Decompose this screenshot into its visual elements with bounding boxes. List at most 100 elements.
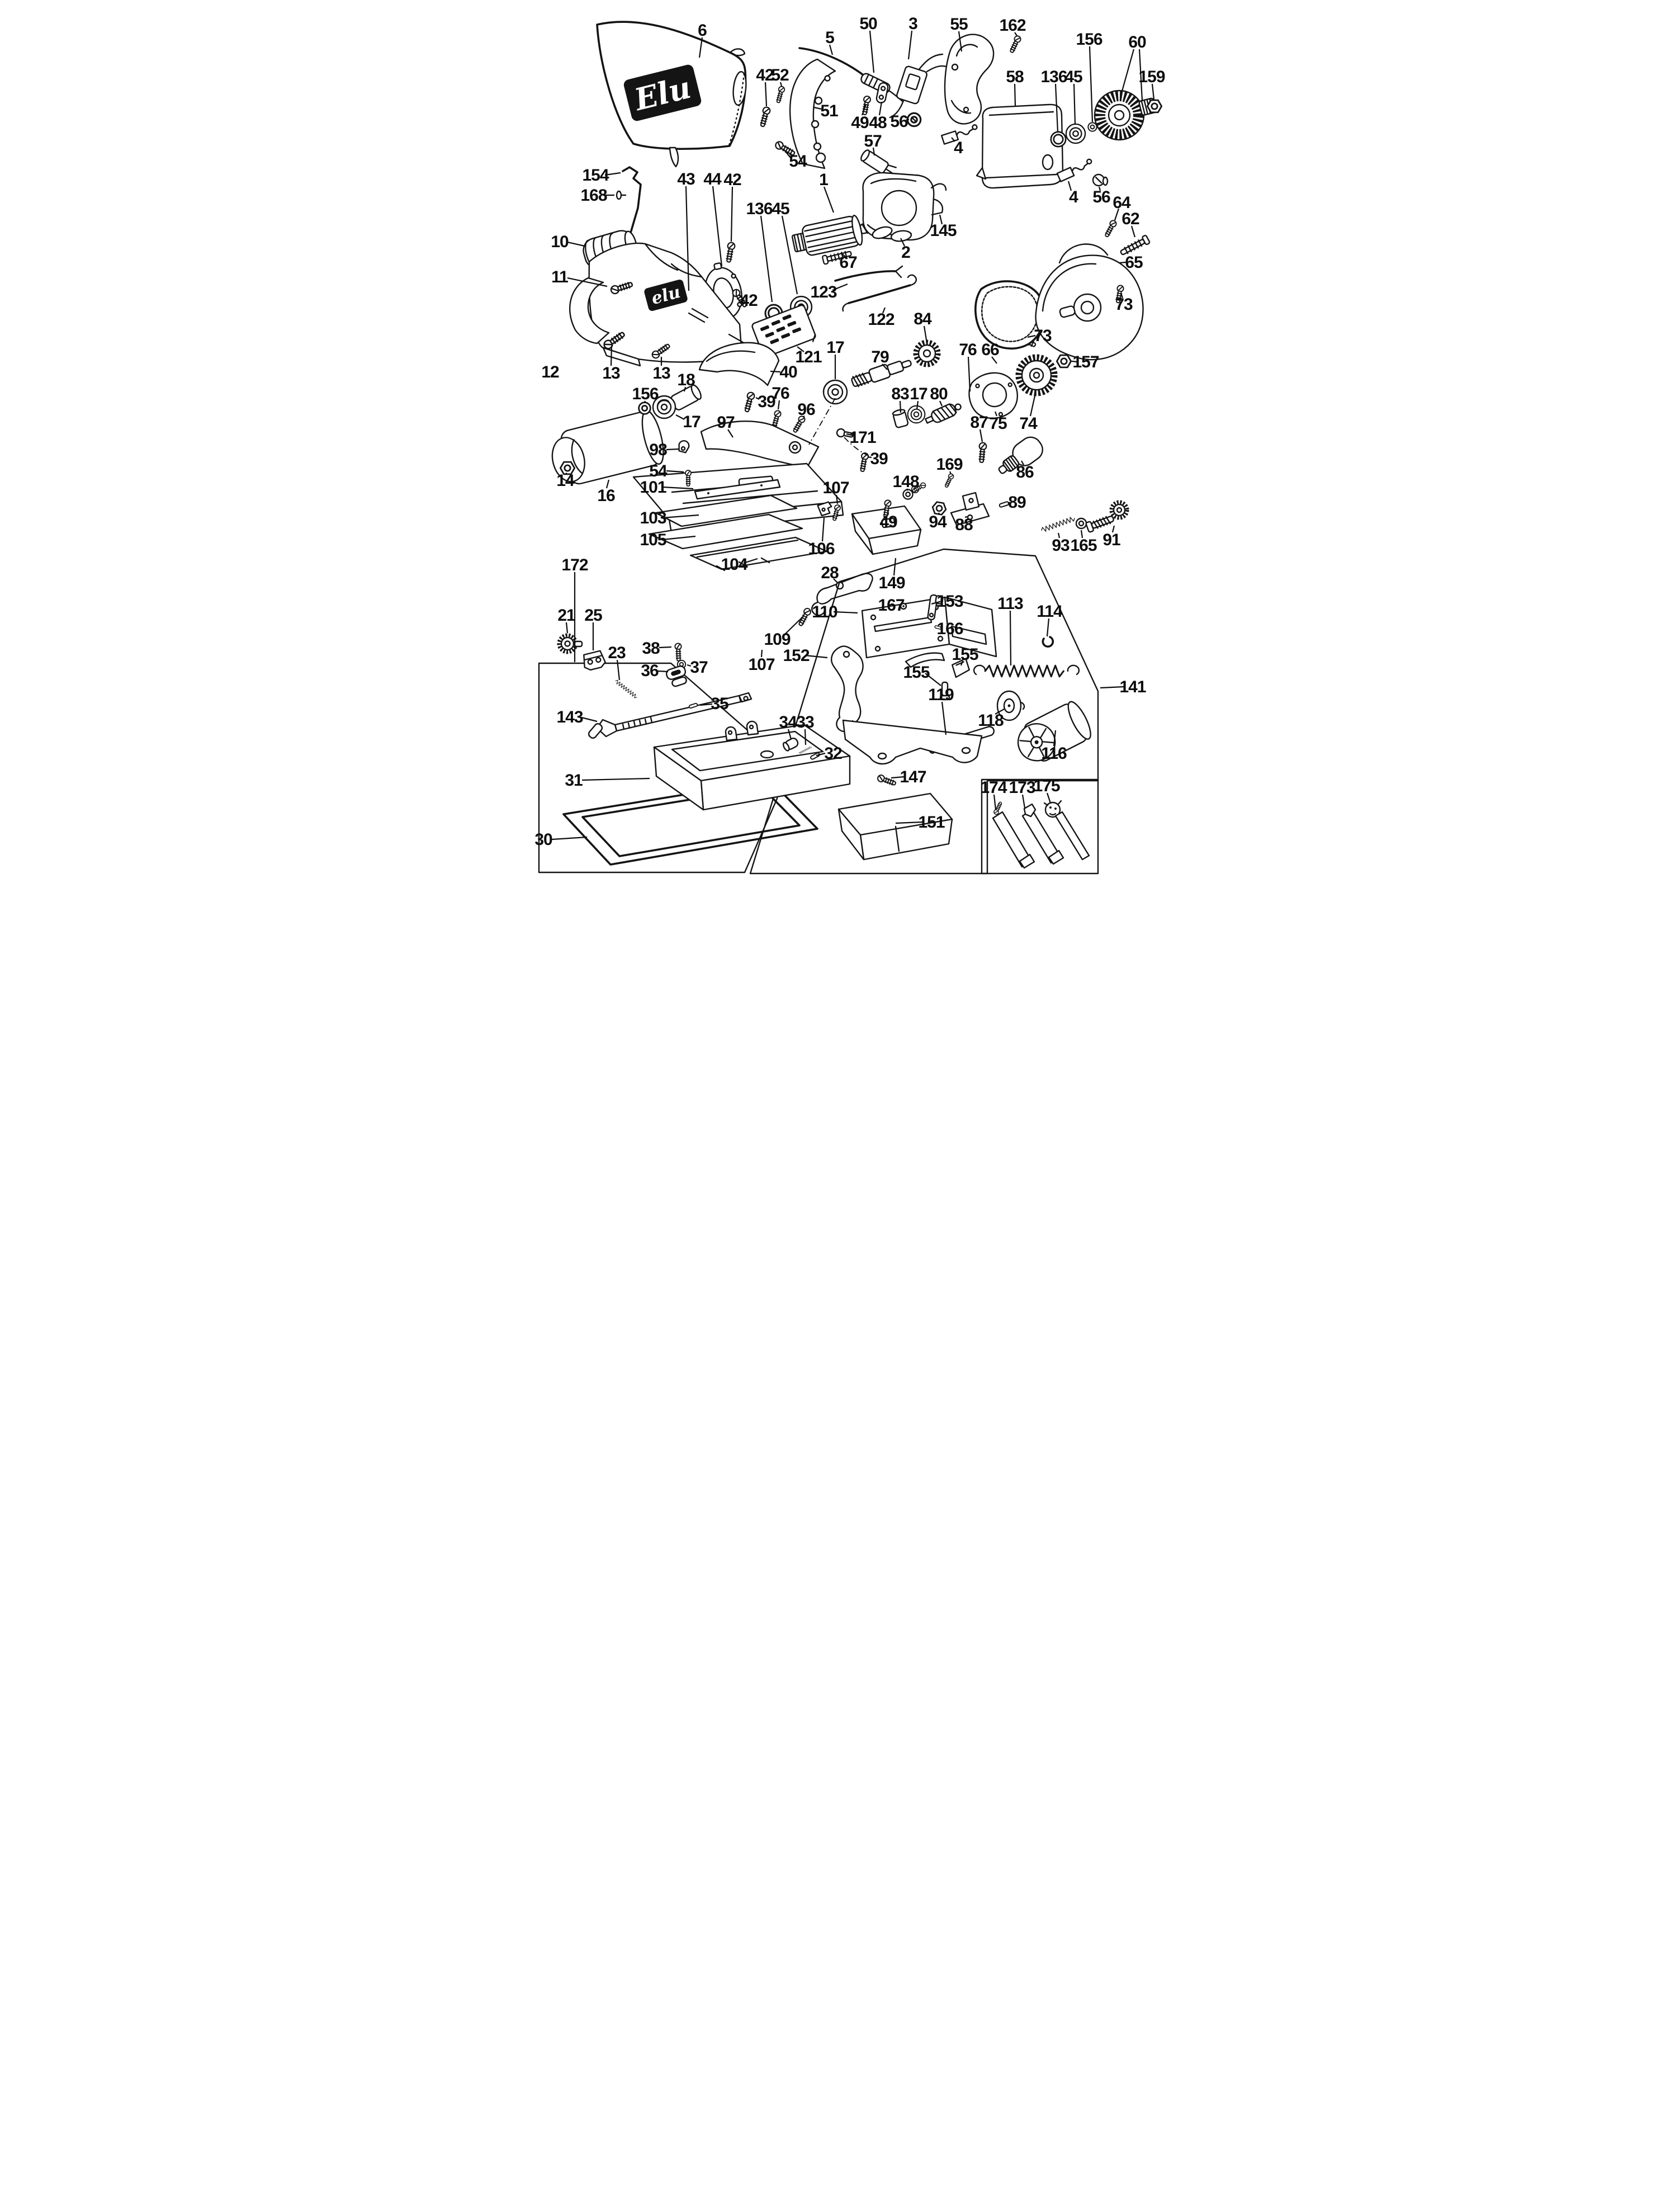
- drive-shaft-79: [850, 360, 912, 388]
- screw-64: [1102, 219, 1118, 239]
- wedge-155: [951, 658, 970, 678]
- part-label-52: 52: [771, 66, 789, 84]
- handle-cover: [944, 34, 994, 125]
- leader-line-155: [960, 660, 963, 666]
- leader-line-173: [1021, 794, 1025, 809]
- leader-line-155: [924, 673, 941, 686]
- spring-23: [614, 679, 638, 700]
- support-bracket-51: [789, 58, 836, 169]
- brush-cap-56b: [1092, 173, 1108, 187]
- clip-98: [678, 440, 689, 454]
- part-label-97: 97: [717, 413, 735, 432]
- part-label-25: 25: [584, 606, 602, 625]
- leader-line-64: [1114, 208, 1119, 221]
- part-label-43: 43: [677, 170, 695, 188]
- knob-21: [557, 633, 583, 654]
- part-label-37: 37: [690, 658, 708, 677]
- part-label-67: 67: [839, 253, 857, 272]
- part-label-33: 33: [796, 713, 814, 731]
- washer-156: [1087, 122, 1097, 132]
- washer-165: [1075, 517, 1087, 530]
- part-label-65: 65: [1125, 253, 1143, 272]
- leader-line-54: [782, 148, 791, 158]
- leader-line-98: [666, 448, 679, 451]
- part-label-119: 119: [928, 686, 954, 704]
- drum-roller-16: [551, 410, 664, 485]
- leader-line-75: [994, 411, 997, 417]
- adjuster-screw-91: [1085, 500, 1129, 533]
- leader-line-76: [967, 356, 971, 392]
- leader-line-33: [804, 729, 806, 745]
- tool-174: [992, 801, 1035, 869]
- clip-114: [1042, 636, 1054, 648]
- leader-line-145: [939, 214, 943, 225]
- part-label-98: 98: [649, 441, 667, 459]
- part-label-28: 28: [821, 564, 839, 582]
- part-label-107: 107: [748, 655, 774, 674]
- leader-line-37: [687, 664, 691, 667]
- part-label-31: 31: [565, 771, 583, 790]
- part-label-49: 49: [879, 513, 897, 531]
- leader-line-31: [581, 777, 650, 781]
- centerline-a: [808, 398, 836, 445]
- cover-149: [851, 505, 921, 555]
- platen-104: [689, 536, 827, 572]
- leader-line-45: [1073, 83, 1076, 125]
- leader-line-11: [567, 277, 607, 287]
- leader-line-67: [840, 252, 846, 257]
- part-label-86: 86: [1016, 463, 1034, 481]
- slide-plate-36: [665, 665, 687, 687]
- leader-line-152: [804, 654, 827, 659]
- leader-line-96: [802, 415, 805, 418]
- leader-line-149: [893, 558, 896, 576]
- part-label-149: 149: [878, 574, 905, 592]
- leader-line-42: [730, 186, 733, 242]
- leader-line-65: [1119, 261, 1126, 264]
- leader-line-105: [662, 535, 695, 541]
- part-label-73: 73: [1034, 327, 1052, 345]
- front-handle: [569, 277, 609, 344]
- leader-line-3: [907, 30, 912, 60]
- part-label-42: 42: [723, 171, 741, 189]
- leader-line-57: [872, 147, 875, 156]
- leader-line-136: [760, 215, 773, 303]
- part-label-54: 54: [789, 152, 807, 171]
- part-label-62: 62: [1121, 210, 1139, 228]
- leader-line-89: [1007, 502, 1010, 504]
- part-label-101: 101: [640, 478, 666, 497]
- part-label-123: 123: [810, 283, 836, 301]
- leader-line-54: [666, 470, 684, 473]
- belt-cover-65: [1034, 243, 1144, 361]
- screw-42b: [724, 241, 736, 263]
- leader-line-116: [1053, 730, 1056, 747]
- leader-line-94: [937, 512, 940, 515]
- leader-line-106: [821, 517, 825, 542]
- part-label-75: 75: [989, 414, 1007, 433]
- leader-line-86: [1020, 460, 1024, 465]
- screw-42a: [758, 106, 772, 128]
- leader-line-36: [657, 670, 668, 673]
- leader-line-14: [565, 473, 567, 474]
- screw-169: [943, 473, 955, 489]
- part-label-21: 21: [557, 606, 575, 625]
- part-label-83: 83: [891, 385, 909, 403]
- fence-base-31: [653, 720, 850, 811]
- part-label-48: 48: [869, 114, 887, 132]
- leader-line-143: [579, 716, 597, 723]
- part-label-96: 96: [797, 400, 815, 419]
- vent-plate-121: [751, 304, 816, 362]
- tool-175: [1043, 800, 1090, 861]
- part-label-159: 159: [1138, 68, 1165, 86]
- screw-52: [774, 85, 785, 104]
- part-label-66: 66: [981, 341, 999, 359]
- leader-line-34: [787, 729, 792, 740]
- part-label-18: 18: [677, 371, 695, 389]
- bearing-17L: [652, 395, 676, 419]
- housing-logo: elu: [643, 279, 688, 311]
- chassis-box-110: [861, 596, 997, 659]
- leader-line-154: [604, 172, 621, 176]
- leader-line-121: [796, 346, 804, 352]
- part-label-153: 153: [936, 592, 963, 611]
- part-label-107: 107: [822, 479, 849, 497]
- part-label-13: 13: [602, 364, 620, 383]
